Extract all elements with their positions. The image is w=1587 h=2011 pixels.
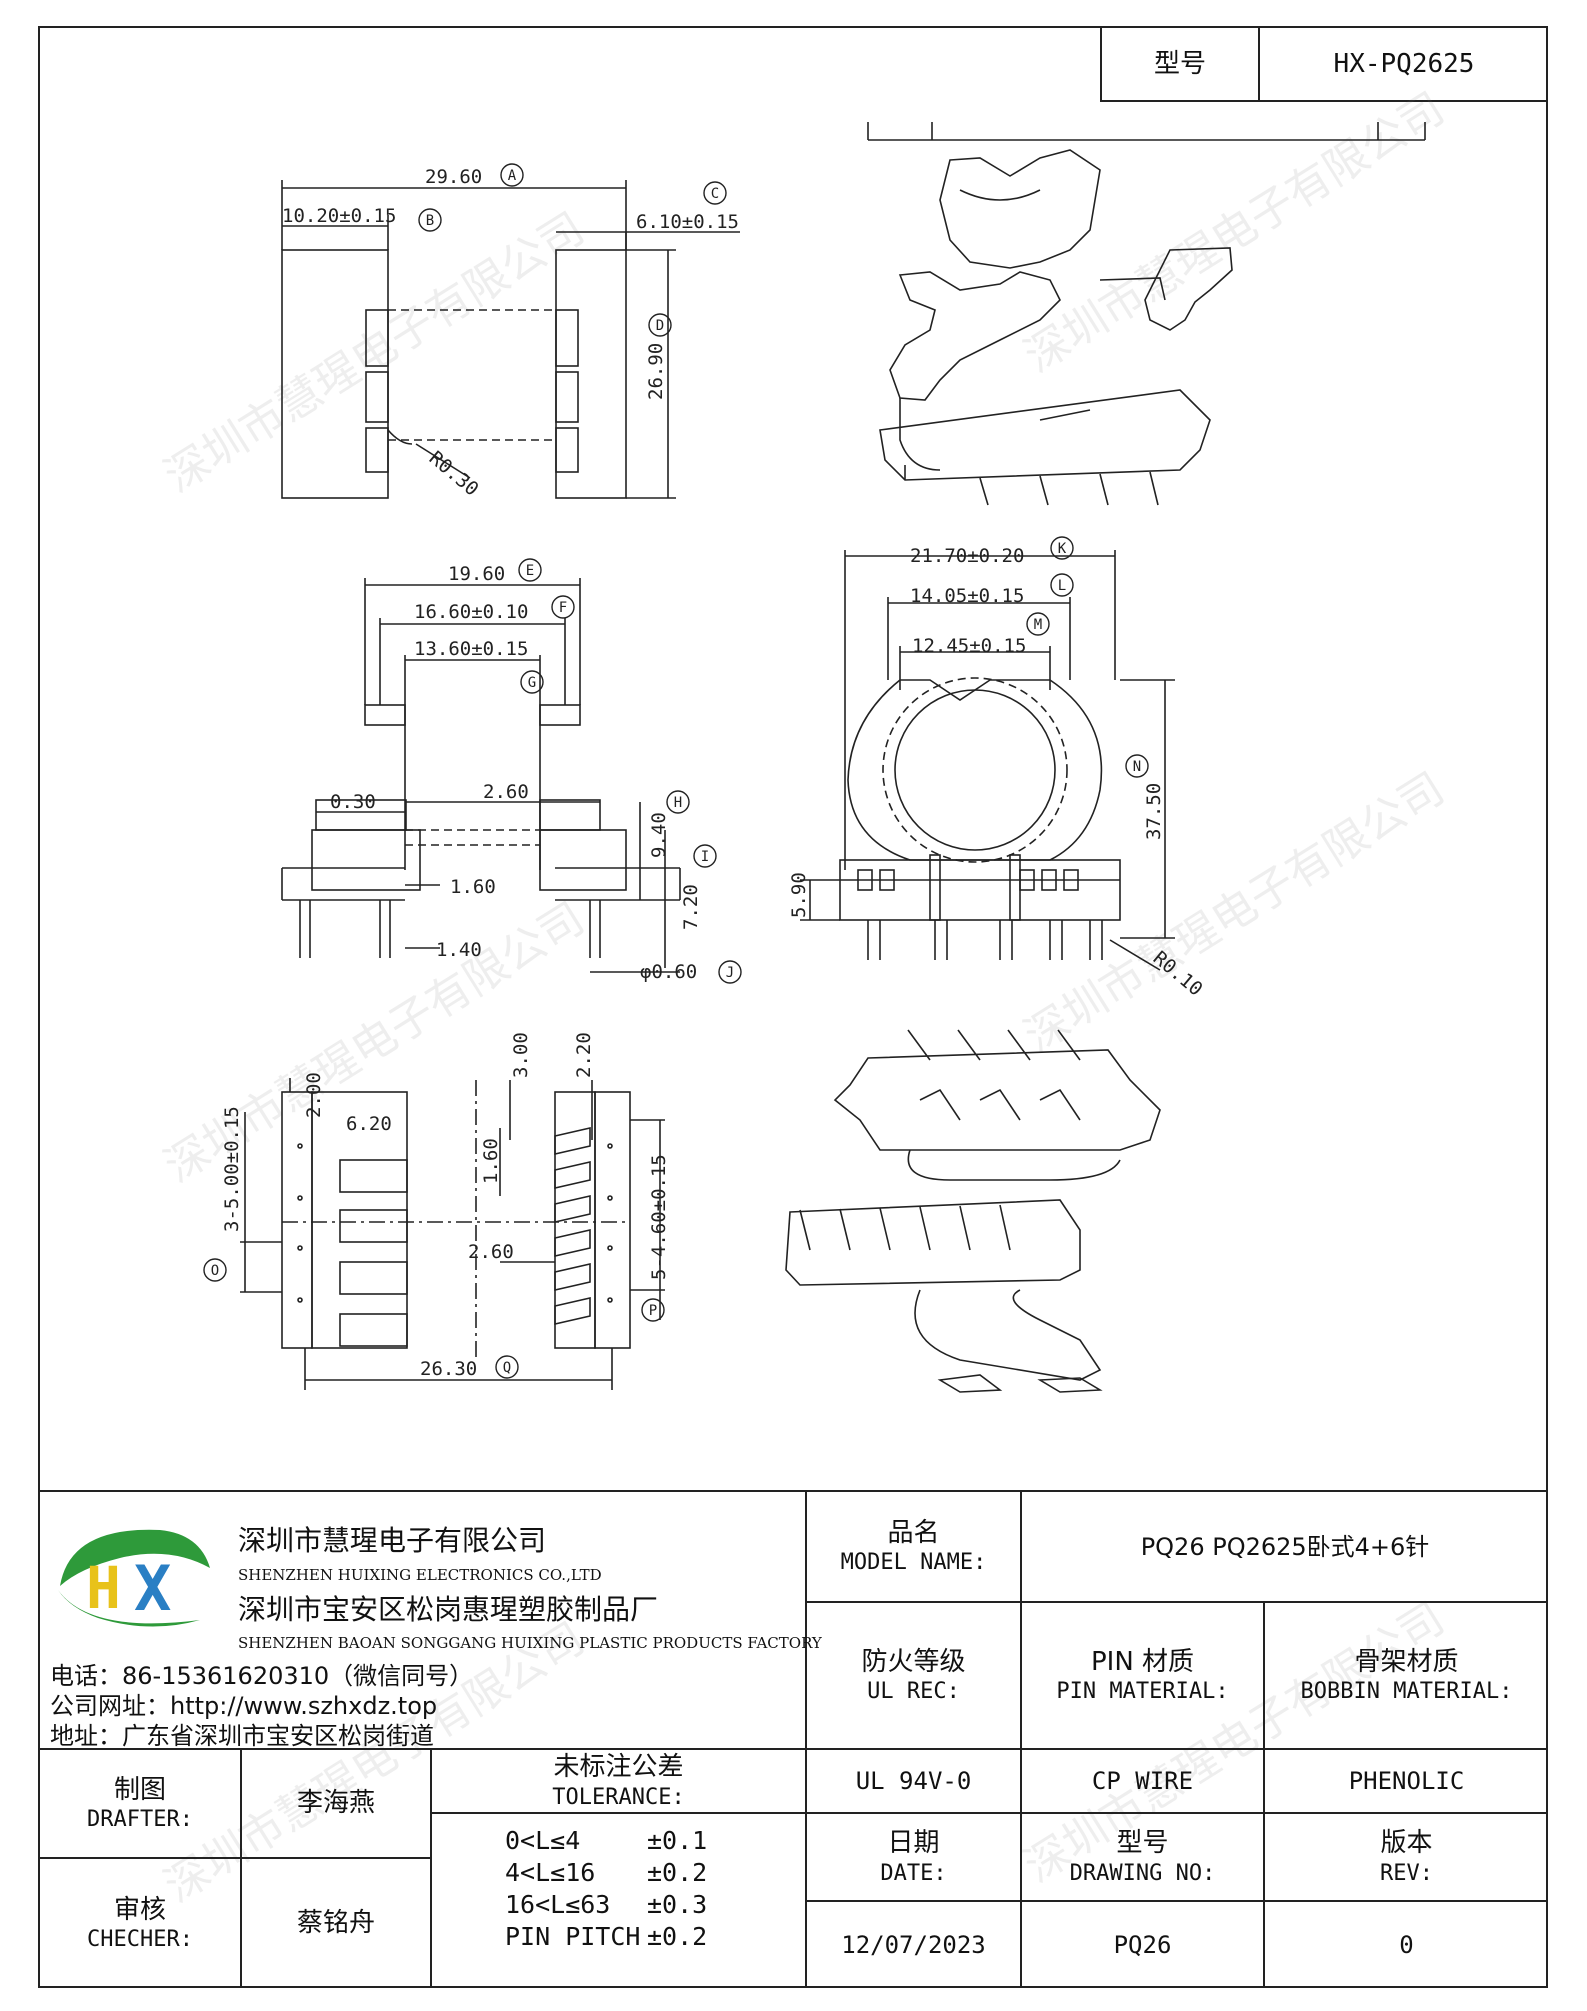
view-end xyxy=(800,550,1175,971)
dim-n: 37.50 xyxy=(1143,783,1165,840)
circle-letter: E xyxy=(526,563,534,579)
company-phone: 电话：86-15361620310（微信同号） xyxy=(50,1662,474,1690)
date-label: 日期 DATE: xyxy=(880,1828,947,1886)
tolerance-table: 0<L≤4 ±0.1 4<L≤16±0.2 16<L≤63±0.3 PIN PI… xyxy=(505,1826,800,1954)
dim-labels: 29.60 10.20±0.15 6.10±0.15 26.90 R0.30 1… xyxy=(221,166,1207,1380)
circle-letter: M xyxy=(1034,617,1042,633)
circle-letter: B xyxy=(426,213,434,229)
logo-h-icon: H xyxy=(86,1554,121,1622)
drawing-frame xyxy=(38,26,1548,1988)
model-value: HX-PQ2625 xyxy=(1333,48,1475,79)
view-isometric-top xyxy=(867,122,1426,506)
circle-letter: H xyxy=(674,795,682,811)
dim-260: 2.60 xyxy=(483,781,529,803)
model-name-label: 品名 MODEL NAME: xyxy=(840,1517,987,1576)
company-website: 公司网址：http://www.szhxdz.top xyxy=(50,1692,438,1720)
checker-label: 审核 CHECHER: xyxy=(87,1894,193,1953)
circle-letter: O xyxy=(211,1263,219,1279)
drafter-label: 制图 DRAFTER: xyxy=(87,1774,193,1833)
dim-620: 6.20 xyxy=(346,1113,392,1135)
dim-p: 5-4.60±0.15 xyxy=(648,1154,670,1280)
dim-2: 2.00 xyxy=(303,1072,325,1118)
model-label: 型号 xyxy=(1153,48,1206,79)
dim-030: 0.30 xyxy=(330,791,376,813)
pin-material-label: PIN 材质 PIN MATERIAL: xyxy=(1056,1646,1229,1705)
logo-x-icon: X xyxy=(134,1552,171,1625)
bobbin-value: PHENOLIC xyxy=(1348,1767,1465,1795)
circle-letter: D xyxy=(656,318,664,334)
bobbin-material-label: 骨架材质 BOBBIN MATERIAL: xyxy=(1300,1646,1513,1705)
dim-f: 16.60±0.10 xyxy=(414,601,528,623)
dim-h: 9.40 xyxy=(648,812,670,858)
dim-160: 1.60 xyxy=(450,876,496,898)
view-side xyxy=(281,578,681,973)
view-plan xyxy=(240,1078,665,1390)
circle-letter: I xyxy=(701,849,709,865)
dim-j: φ0.60 xyxy=(640,961,697,983)
tolerance-label: 未标注公差 TOLERANCE: xyxy=(552,1752,685,1810)
dim-140: 1.40 xyxy=(436,939,482,961)
circle-letter: K xyxy=(1058,541,1067,557)
factory-name-cn: 深圳市宝安区松岗惠瑆塑胶制品厂 xyxy=(238,1593,659,1626)
drafter-name: 李海燕 xyxy=(296,1788,375,1819)
dim-c: 6.10±0.15 xyxy=(636,211,739,233)
dim-g: 13.60±0.15 xyxy=(414,638,528,660)
pin-value: CP WIRE xyxy=(1091,1767,1194,1795)
dim-r2: R0.10 xyxy=(1149,947,1207,1001)
dim-b: 10.20±0.15 xyxy=(282,205,396,227)
drawing-no-label: 型号 DRAWING NO: xyxy=(1069,1828,1216,1886)
company-logo: H X xyxy=(58,1529,210,1627)
dim-circle-letters: A B C D E F G H I J K L M N O P Q xyxy=(211,168,1141,1376)
view-isometric-bottom xyxy=(785,1029,1161,1393)
view-front xyxy=(281,180,740,499)
date-value: 12/07/2023 xyxy=(841,1931,986,1959)
dim-590: 5.90 xyxy=(788,872,810,918)
circle-letter: P xyxy=(649,1303,657,1319)
circle-letter: G xyxy=(528,675,536,691)
dim-300: 3.00 xyxy=(510,1032,532,1078)
technical-drawing: A B C D E F G H I J K L M N O P Q 29.60 … xyxy=(203,122,1426,1393)
factory-name-en: SHENZHEN BAOAN SONGGANG HUIXING PLASTIC … xyxy=(238,1634,822,1652)
ul-value: UL 94V-0 xyxy=(855,1767,972,1795)
company-name-en: SHENZHEN HUIXING ELECTRONICS CO.,LTD xyxy=(238,1566,602,1584)
dim-circles xyxy=(203,163,1149,1379)
checker-name: 蔡铭舟 xyxy=(296,1908,375,1939)
dim-260b: 2.60 xyxy=(468,1241,514,1263)
circle-letter: A xyxy=(508,168,517,184)
dim-l: 14.05±0.15 xyxy=(910,585,1024,607)
circle-letter: F xyxy=(559,600,567,616)
ul-rec-label: 防火等级 UL REC: xyxy=(861,1646,966,1705)
dim-q: 26.30 xyxy=(420,1358,477,1380)
company-name-cn: 深圳市慧瑆电子有限公司 xyxy=(238,1524,547,1557)
tolerance-row: 16<L≤63±0.3 xyxy=(505,1890,708,1919)
dim-e: 19.60 xyxy=(448,563,505,585)
dim-k: 21.70±0.20 xyxy=(910,545,1024,567)
circle-letter: L xyxy=(1058,578,1066,594)
tolerance-row: 4<L≤16±0.2 xyxy=(505,1858,708,1887)
company-address: 地址：广东省深圳市宝安区松岗街道 xyxy=(50,1722,434,1750)
circle-letter: J xyxy=(726,965,734,981)
dim-i: 7.20 xyxy=(680,884,702,930)
dim-o: 3-5.00±0.15 xyxy=(221,1106,243,1232)
tolerance-row: PIN PITCH±0.2 xyxy=(505,1922,708,1951)
dim-m: 12.45±0.15 xyxy=(912,635,1026,657)
rev-value: 0 xyxy=(1399,1931,1414,1959)
dim-a: 29.60 xyxy=(425,166,482,188)
dim-160b: 1.60 xyxy=(480,1138,502,1184)
circle-letter: C xyxy=(711,186,719,202)
dim-d: 26.90 xyxy=(645,343,667,400)
dim-220: 2.20 xyxy=(573,1032,595,1078)
rev-label: 版本 REV: xyxy=(1380,1828,1433,1886)
circle-letter: Q xyxy=(503,1360,511,1376)
circle-letter: N xyxy=(1133,759,1141,775)
drawing-no-value: PQ26 xyxy=(1113,1931,1172,1959)
tolerance-row: 0<L≤4 ±0.1 xyxy=(505,1826,708,1855)
dim-r1: R0.30 xyxy=(425,447,483,501)
model-name-value: PQ26 PQ2625卧式4+6针 xyxy=(1140,1532,1430,1561)
